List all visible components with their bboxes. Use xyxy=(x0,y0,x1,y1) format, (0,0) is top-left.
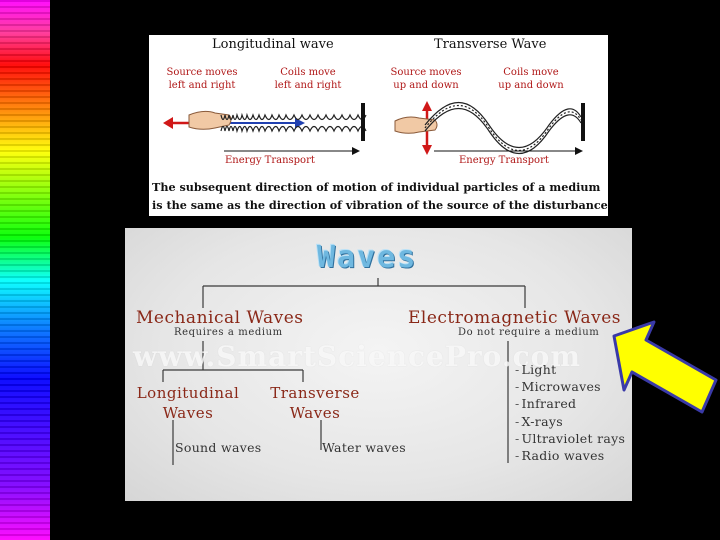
mechanical-note: Requires a medium xyxy=(174,327,283,338)
mechanical-waves-label: Mechanical Waves xyxy=(136,308,304,328)
wave-illustrations xyxy=(163,101,585,155)
longitudinal-energy-label: Energy Transport xyxy=(225,155,315,166)
longitudinal-spring-icon xyxy=(220,112,367,134)
list-item: Infrared xyxy=(515,395,625,412)
transverse-energy-label: Energy Transport xyxy=(459,155,549,166)
transverse-title: Transverse Wave xyxy=(434,37,547,52)
electromagnetic-examples-list: Light Microwaves Infrared X-rays Ultravi… xyxy=(515,361,625,464)
tree-connectors xyxy=(162,278,526,465)
waves-title: Waves xyxy=(317,240,418,275)
list-item: Light xyxy=(515,361,625,378)
list-item: Ultraviolet rays xyxy=(515,430,625,447)
wall-icon-2 xyxy=(581,103,585,141)
watermark: www.SmartSciencePro.com xyxy=(133,340,581,373)
longitudinal-title: Longitudinal wave xyxy=(212,37,334,52)
water-waves-item: Water waves xyxy=(322,440,406,455)
list-item: X-rays xyxy=(515,413,625,430)
list-item: Microwaves xyxy=(515,378,625,395)
transverse-spring-icon xyxy=(424,101,582,155)
wave-caption: The subsequent direction of motion of in… xyxy=(152,180,608,212)
wave-comparison-panel: Longitudinal wave Transverse Wave Source… xyxy=(149,35,608,216)
electromagnetic-waves-label: Electromagnetic Waves xyxy=(408,308,621,328)
yellow-arrow-icon xyxy=(612,320,718,414)
hand-icon xyxy=(188,110,232,130)
wave-classification-panel: www.SmartSciencePro.com Waves Mechanical… xyxy=(125,228,632,501)
electromagnetic-note: Do not require a medium xyxy=(458,327,600,338)
wall-icon xyxy=(361,103,365,141)
list-item: Radio waves xyxy=(515,447,625,464)
rainbow-sidebar xyxy=(0,0,50,540)
sound-waves-item: Sound waves xyxy=(175,440,262,455)
